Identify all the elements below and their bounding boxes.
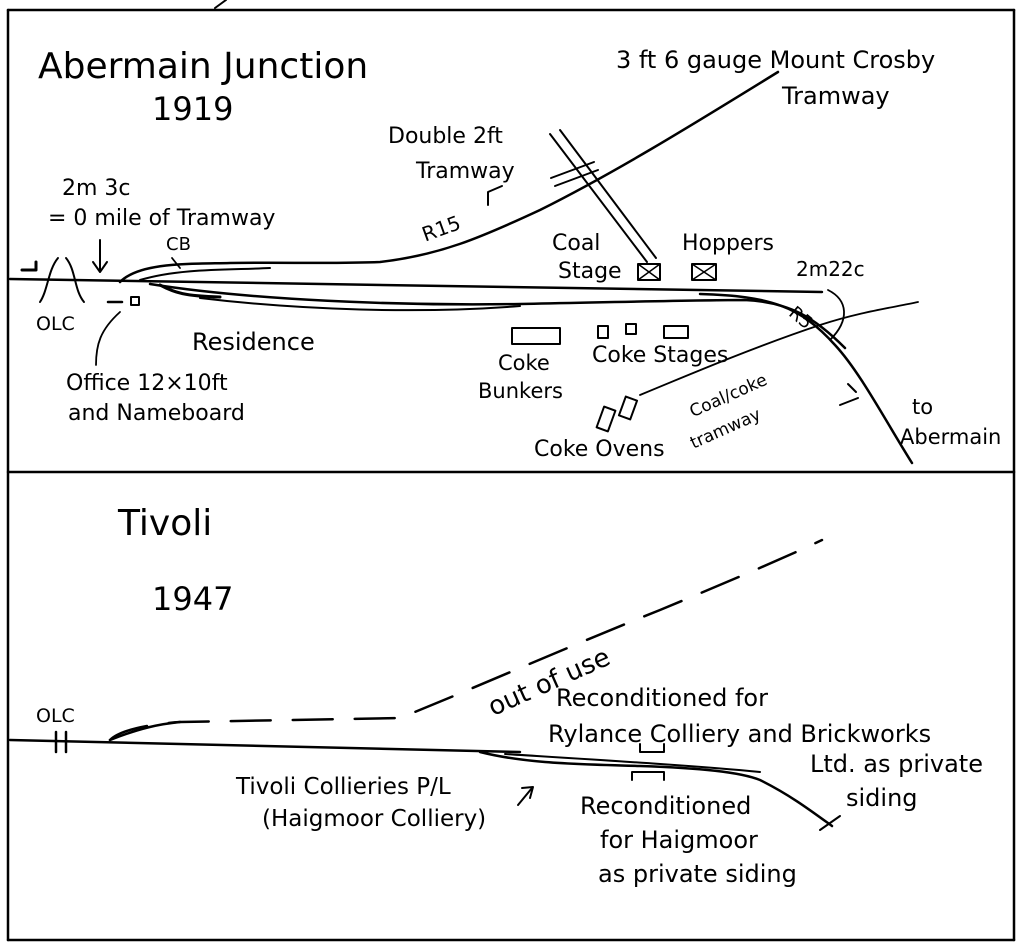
haigmoor-siding-track <box>478 750 834 828</box>
residence-label: Residence <box>192 328 315 356</box>
coal-stage-label-line2: Stage <box>558 259 622 284</box>
coke-bunkers-label-line2: Bunkers <box>478 379 563 403</box>
residence-siding-track <box>158 283 521 312</box>
coal-stage-building <box>637 263 661 281</box>
to-abermain-label-line2: Abermain <box>900 425 1001 449</box>
mount-crosby-tramway-track <box>118 70 780 284</box>
leader-marks <box>517 743 841 831</box>
double-tramway-track <box>549 129 657 263</box>
mileage-2m3c-label: 2m 3c <box>62 176 131 201</box>
olc-label-top: OLC <box>36 313 75 335</box>
coke-ovens-label: Coke Ovens <box>534 437 665 462</box>
panel-year: 1919 <box>152 90 233 128</box>
tivoli-panel: Tivoli 1947 OLC out of use Reconditioned… <box>8 503 983 888</box>
main-line-track <box>8 277 914 465</box>
haigmoor-label: Reconditioned <box>580 792 751 820</box>
rylance-siding-track <box>504 753 761 773</box>
rylance-label: Reconditioned for <box>556 684 768 712</box>
tivoli-collieries-label-line2: (Haigmoor Colliery) <box>262 806 486 832</box>
abermain-junction-panel: Abermain Junction 1919 <box>8 46 1001 465</box>
mount-crosby-label-line2: Tramway <box>781 82 890 110</box>
rylance-label-line2: Rylance Colliery and Brickworks <box>548 720 931 748</box>
rylance-label-line4: siding <box>846 784 918 812</box>
olc-marker-bottom <box>54 730 68 754</box>
panel-title: Abermain Junction <box>38 46 368 87</box>
tivoli-collieries-label: Tivoli Collieries P/L <box>235 774 451 800</box>
sheet-frame <box>6 0 1016 942</box>
cb-label: CB <box>166 234 191 255</box>
coke-bunkers-building <box>511 327 561 345</box>
double-tramway-label: Double 2ft <box>388 124 503 149</box>
hoppers-building <box>691 263 717 281</box>
mileage-2m22c-label: 2m22c <box>796 257 865 281</box>
coal-stage-label: Coal <box>552 231 600 256</box>
haigmoor-label-line2: for Haigmoor <box>600 826 758 854</box>
r15-label: R15 <box>419 210 464 246</box>
main-line-track <box>8 738 522 754</box>
out-of-use-track <box>108 538 824 742</box>
coal-coke-tramway-track <box>639 301 919 396</box>
coke-ovens-buildings <box>595 395 639 433</box>
office-building <box>130 296 140 306</box>
coke-stages-buildings <box>597 323 689 339</box>
haigmoor-label-line3: as private siding <box>598 860 797 888</box>
olc-marker-top <box>20 257 85 303</box>
olc-label-bottom: OLC <box>36 705 75 727</box>
coke-stages-label: Coke Stages <box>592 343 728 368</box>
leader-marks <box>92 185 859 406</box>
office-label-line2: and Nameboard <box>68 401 245 426</box>
double-tramway-label-line2: Tramway <box>415 159 515 184</box>
coke-bunkers-label: Coke <box>498 351 550 375</box>
hoppers-label: Hoppers <box>682 231 774 256</box>
r5-label: R5 <box>785 302 817 333</box>
mileage-zero-label: = 0 mile of Tramway <box>48 206 275 231</box>
panel-year: 1947 <box>152 580 233 618</box>
junction-turnout <box>108 720 182 742</box>
office-label: Office 12×10ft <box>66 371 228 396</box>
to-abermain-label: to <box>912 395 933 419</box>
mount-crosby-label: 3 ft 6 gauge Mount Crosby <box>616 46 935 74</box>
panel-title: Tivoli <box>117 503 212 544</box>
rylance-label-line3: Ltd. as private <box>810 750 983 778</box>
